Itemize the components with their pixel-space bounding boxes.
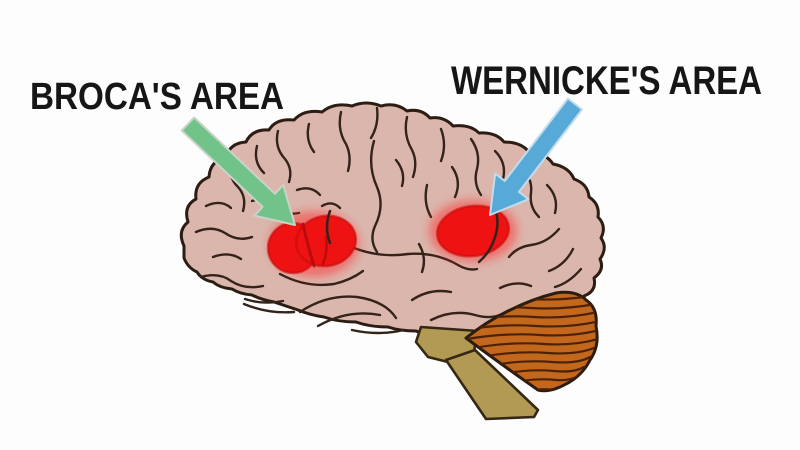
wernicke-area-highlight [429, 200, 517, 264]
wernicke-red [435, 204, 511, 258]
wernicke-area-label: WERNICKE'S AREA [451, 59, 762, 103]
brainstem [414, 325, 540, 421]
broca-green-arrow-icon [180, 116, 296, 226]
broca-area-highlight [266, 209, 359, 277]
brainstem-column [444, 348, 540, 421]
broca-area-label: BROCA'S AREA [30, 76, 284, 118]
wernicke-blue-arrow-icon [489, 97, 584, 216]
